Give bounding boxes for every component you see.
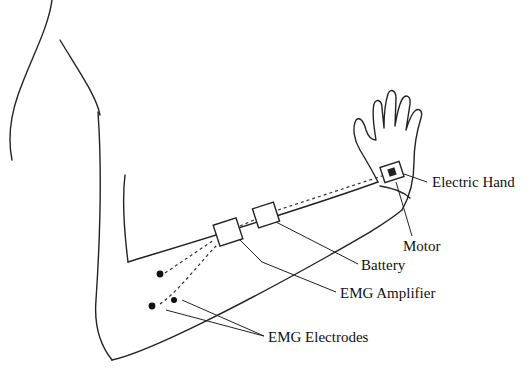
electrode-dot: [171, 297, 177, 303]
arm-outline: [10, 0, 422, 360]
part-label: EMG Amplifier: [340, 285, 435, 302]
part-label: Battery: [361, 257, 405, 274]
forearm-top: [128, 182, 378, 262]
electrode-dot: [149, 303, 156, 310]
part-label: EMG Electrodes: [268, 329, 368, 346]
part-label: Motor: [403, 238, 441, 255]
components: [213, 161, 404, 246]
hand-outline: [354, 91, 422, 210]
motor-block: [380, 161, 404, 182]
part-label: Electric Hand: [432, 174, 515, 191]
leader-line: [166, 310, 264, 336]
leader-lines: [166, 174, 427, 336]
torso-line: [10, 0, 52, 160]
wire: [240, 220, 254, 226]
leader-line: [396, 182, 412, 236]
amplifier-block: [213, 218, 243, 246]
upper-arm-line: [96, 112, 112, 360]
electrodes: [149, 271, 177, 310]
wire: [160, 244, 218, 304]
leader-line: [182, 300, 264, 336]
leader-line: [404, 174, 427, 182]
wire: [278, 176, 382, 210]
inner-arm-line: [124, 175, 128, 262]
electrode-dot: [157, 271, 164, 278]
leader-line: [276, 222, 358, 264]
motor-shaft: [388, 168, 396, 176]
leader-line: [240, 240, 336, 292]
wrist-crease: [380, 186, 410, 198]
battery-block: [252, 202, 279, 228]
armpit-line: [60, 40, 100, 115]
